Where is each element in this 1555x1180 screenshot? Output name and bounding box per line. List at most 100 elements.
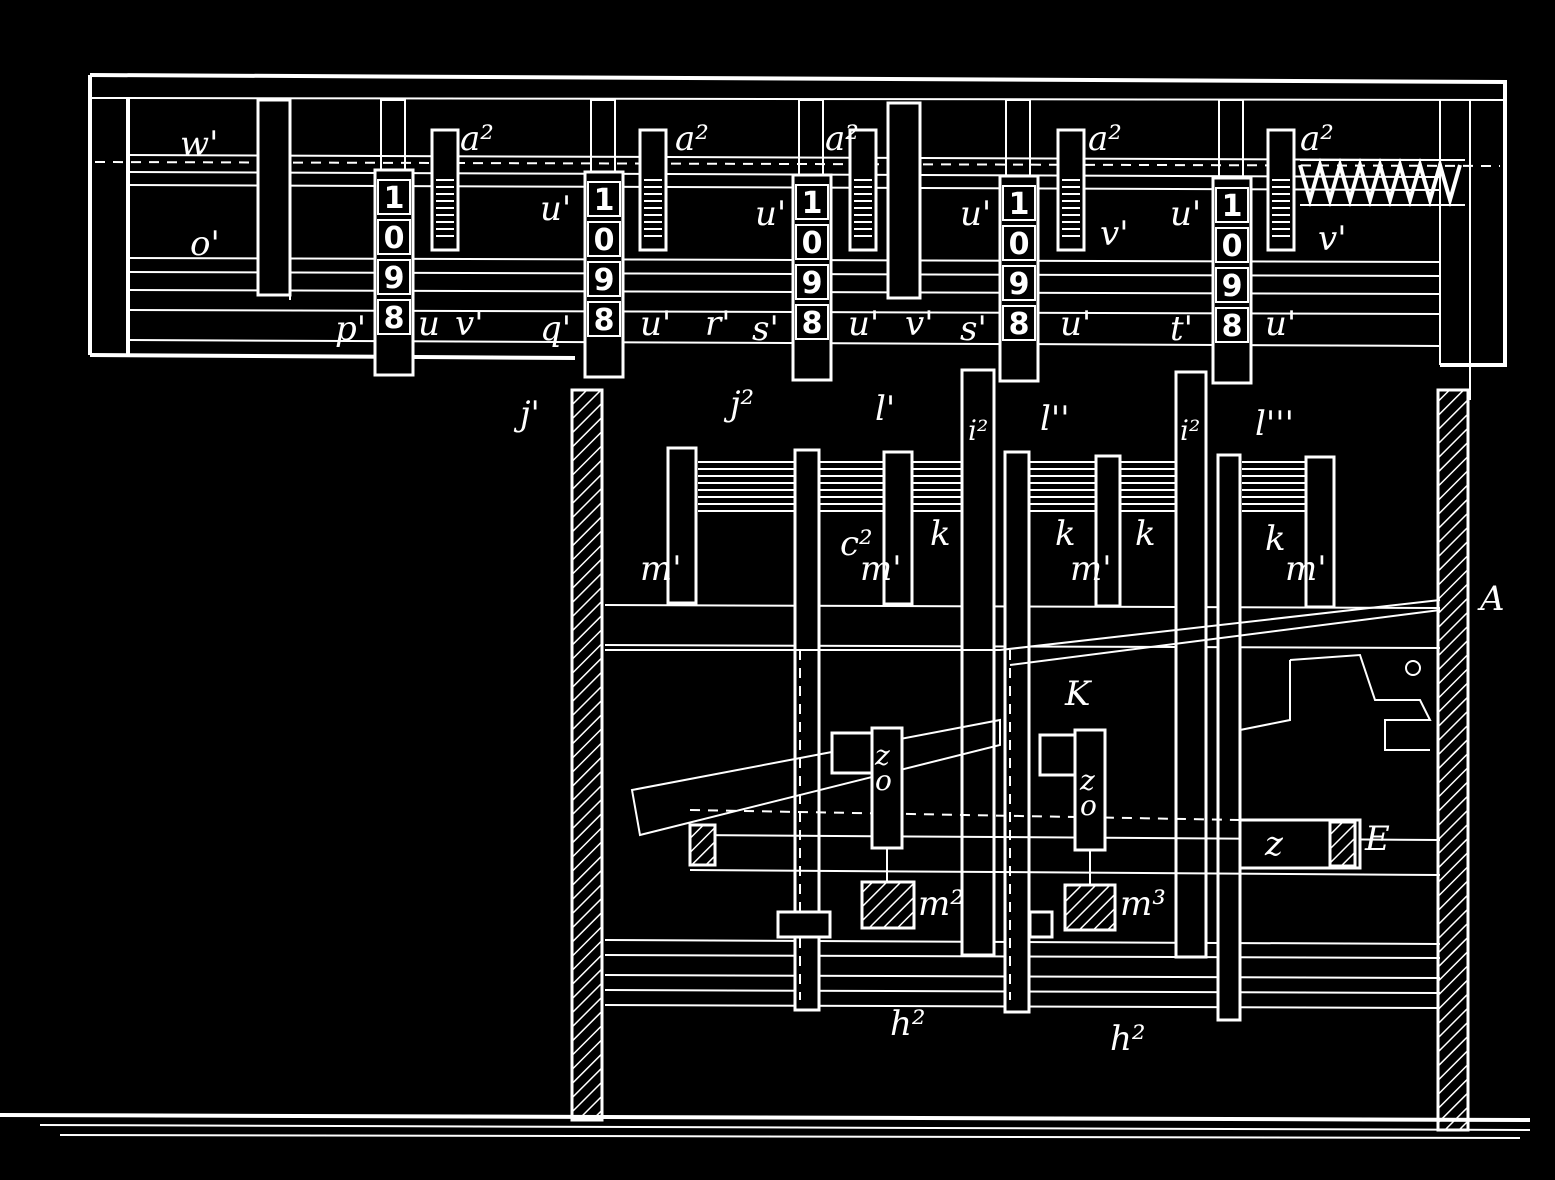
digit-cell — [587, 261, 621, 297]
housing-post-2 — [886, 101, 922, 300]
digit-cell — [587, 221, 621, 257]
counter-digit: 0 — [1009, 227, 1030, 262]
counter-column — [998, 174, 1040, 383]
digit-cell — [1002, 265, 1036, 301]
label-u-upper-4: u' — [1170, 194, 1201, 234]
counter-digit: 8 — [1009, 307, 1030, 342]
digit-cell — [1215, 267, 1249, 303]
label-lever-k: K — [1064, 674, 1093, 714]
label-l2: l'' — [1040, 399, 1070, 439]
digit-cell — [795, 264, 829, 300]
column-post — [1218, 99, 1244, 179]
gear-rack — [430, 128, 460, 252]
column-post — [590, 99, 616, 173]
digit-cell — [1215, 307, 1249, 343]
counter-digit: 1 — [384, 181, 405, 216]
label-q-u: u' — [640, 304, 671, 344]
labels: w' o' a² a² a² a² a² u' u' u' u' v' v' p… — [180, 119, 1505, 1059]
counter-digit: 1 — [1009, 187, 1030, 222]
label-m-3: m' — [1070, 549, 1112, 589]
label-m-2: m' — [860, 549, 902, 589]
label-u-upper-1: u' — [540, 189, 571, 229]
label-a2-3: a² — [825, 119, 859, 159]
label-s1-u: u' — [848, 304, 879, 344]
label-a2-1: a² — [460, 119, 494, 159]
label-bar-z: z — [1264, 824, 1284, 864]
label-m2: m² — [918, 884, 964, 924]
counter-digit: 1 — [802, 186, 823, 221]
counter-digit: 8 — [594, 303, 615, 338]
label-frame-a: A — [1477, 579, 1505, 619]
label-o-left: o — [875, 764, 892, 797]
lower-frame — [0, 368, 1531, 1139]
housing-post-1 — [256, 98, 292, 297]
label-p-v: v' — [455, 304, 484, 344]
label-a2-5: a² — [1300, 119, 1334, 159]
gear-rack — [1056, 128, 1086, 252]
digit-cell — [1215, 227, 1249, 263]
label-c2: c² — [840, 524, 873, 564]
counter-digit: 0 — [802, 226, 823, 261]
label-s2: s' — [960, 309, 987, 349]
label-l1: l' — [875, 389, 895, 429]
left-frame-wall — [570, 388, 604, 1122]
counter-digit: 9 — [1222, 269, 1243, 304]
digit-cell — [1002, 305, 1036, 341]
counter-digit: 1 — [594, 183, 615, 218]
column-post — [380, 99, 406, 171]
digit-cell — [377, 219, 411, 255]
counter-digit: 8 — [384, 301, 405, 336]
label-o-right: o — [1080, 789, 1097, 822]
counter-digit: 8 — [1222, 309, 1243, 344]
label-p: p' — [335, 309, 366, 349]
label-k-4: k — [1265, 519, 1286, 559]
label-u-upper-3: u' — [960, 194, 991, 234]
label-h2-2: h² — [1110, 1019, 1146, 1059]
counter-digit: 0 — [594, 223, 615, 258]
counter-column — [373, 168, 415, 377]
label-z-left: z — [874, 739, 890, 772]
label-m-1: m' — [640, 549, 682, 589]
label-o: o' — [190, 224, 220, 264]
counter-digit: 1 — [1222, 189, 1243, 224]
digit-cell — [1002, 185, 1036, 221]
label-t: t' — [1170, 309, 1193, 349]
label-h2-1: h² — [890, 1004, 926, 1044]
label-m3: m³ — [1120, 884, 1166, 924]
column-post — [1005, 99, 1031, 177]
label-s1-v: v' — [905, 304, 934, 344]
label-j1: j' — [513, 394, 540, 434]
label-m-4: m' — [1285, 549, 1327, 589]
spring — [1298, 157, 1465, 208]
label-i1: i² — [968, 414, 988, 447]
digit-cell — [795, 224, 829, 260]
digit-cell — [587, 301, 621, 337]
label-a2-2: a² — [675, 119, 709, 159]
label-i2: i² — [1180, 414, 1200, 447]
digit-cell — [1215, 187, 1249, 223]
digit-cell — [795, 184, 829, 220]
digit-cell — [1002, 225, 1036, 261]
label-a2-4: a² — [1088, 119, 1122, 159]
counter-digit: 9 — [1009, 267, 1030, 302]
counter-digit: 9 — [384, 261, 405, 296]
label-z-right: z — [1079, 764, 1095, 797]
counter-digit: 9 — [594, 263, 615, 298]
label-weight-e: E — [1364, 819, 1390, 859]
label-k-3: k — [1135, 514, 1156, 554]
counter-column — [583, 170, 625, 379]
label-j2: j² — [723, 384, 754, 424]
column-post — [798, 99, 824, 176]
digit-cell — [377, 299, 411, 335]
label-v-upper-2: v' — [1318, 219, 1347, 259]
counter-digit: 0 — [384, 221, 405, 256]
label-q: q' — [540, 309, 571, 349]
counter-column — [791, 173, 833, 382]
label-p-u: u — [418, 304, 440, 344]
label-s2-u: u' — [1060, 304, 1091, 344]
digit-cell — [377, 259, 411, 295]
label-k-1: k — [930, 514, 951, 554]
gear-rack — [638, 128, 668, 252]
gear-rack — [1266, 128, 1296, 252]
